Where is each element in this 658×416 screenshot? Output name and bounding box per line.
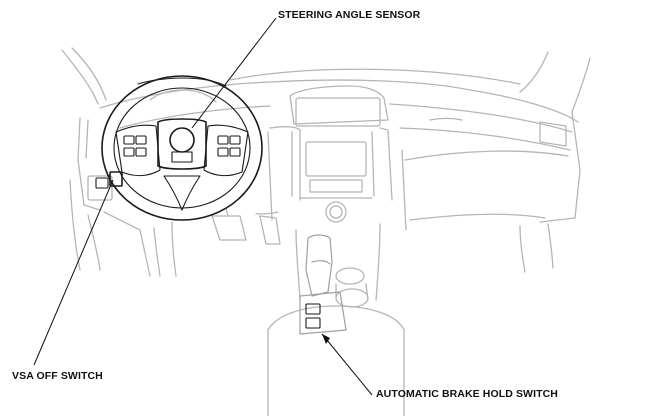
leader-steering-angle-sensor (191, 17, 277, 129)
pedals (153, 207, 281, 277)
leader-vsa-off-switch (33, 179, 114, 366)
left-door-panel (69, 117, 151, 277)
automatic-brake-hold-switch-label: AUTOMATIC BRAKE HOLD SWITCH (376, 388, 558, 400)
vsa-off-switch-graphic (95, 171, 123, 189)
center-console (267, 85, 407, 308)
vsa-off-switch-label: VSA OFF SWITCH (12, 370, 103, 382)
front-seats (267, 305, 405, 416)
gear-shifter (299, 234, 347, 335)
leader-automatic-brake-hold-switch (321, 333, 373, 396)
steering-wheel (101, 75, 263, 221)
steering-angle-sensor-label: STEERING ANGLE SENSOR (278, 9, 421, 21)
arrowhead-brake-hold (322, 334, 330, 344)
windshield-frame (61, 47, 591, 113)
